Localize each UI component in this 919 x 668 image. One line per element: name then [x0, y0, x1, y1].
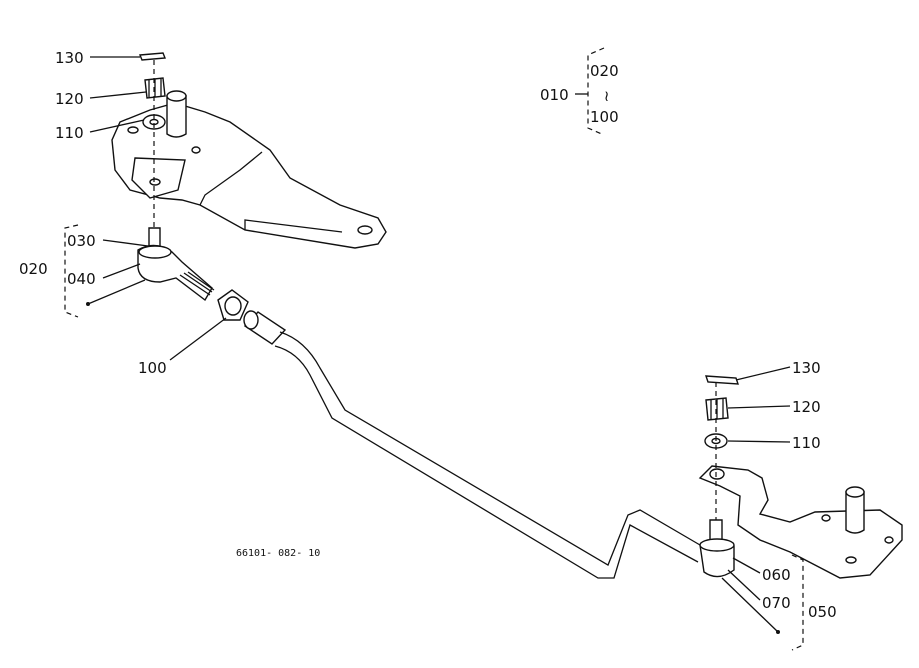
legend-range-tilde: ~ — [598, 90, 616, 103]
leader-lines — [87, 56, 791, 633]
label-110-bottom: 110 — [792, 434, 821, 452]
upper-knuckle-arm — [111, 90, 387, 249]
label-120-bottom: 120 — [792, 398, 821, 416]
cotter-pin-130-top — [138, 52, 167, 61]
group-bracket-050 — [791, 554, 804, 651]
castle-nut-120-bottom — [705, 397, 729, 421]
label-070: 070 — [762, 594, 791, 612]
label-030: 030 — [67, 232, 96, 250]
label-130-top: 130 — [55, 49, 84, 67]
drawing-code: 66101- 082- 10 — [236, 548, 320, 559]
cotter-pin-130-bottom — [705, 375, 739, 385]
label-040: 040 — [67, 270, 96, 288]
legend-assembly: 010 — [540, 86, 569, 104]
label-130-bottom: 130 — [792, 359, 821, 377]
lock-nut-100 — [217, 289, 249, 321]
tie-rod-tube — [243, 310, 701, 579]
legend-range-end: 100 — [590, 108, 619, 126]
legend-bracket — [587, 47, 605, 136]
label-050: 050 — [808, 603, 837, 621]
label-060: 060 — [762, 566, 791, 584]
tie-rod-end-lower — [699, 519, 735, 578]
castle-nut-120-top — [144, 77, 166, 99]
legend-range-start: 020 — [590, 62, 619, 80]
lower-knuckle-arm — [698, 465, 903, 579]
tie-rod-end-upper — [137, 227, 215, 302]
leader-dot-lower — [776, 630, 780, 634]
group-bracket-020 — [64, 224, 79, 318]
label-020: 020 — [19, 260, 48, 278]
leader-dot-upper — [86, 302, 90, 306]
label-110-top: 110 — [55, 124, 84, 142]
label-100: 100 — [138, 359, 167, 377]
label-120-top: 120 — [55, 90, 84, 108]
